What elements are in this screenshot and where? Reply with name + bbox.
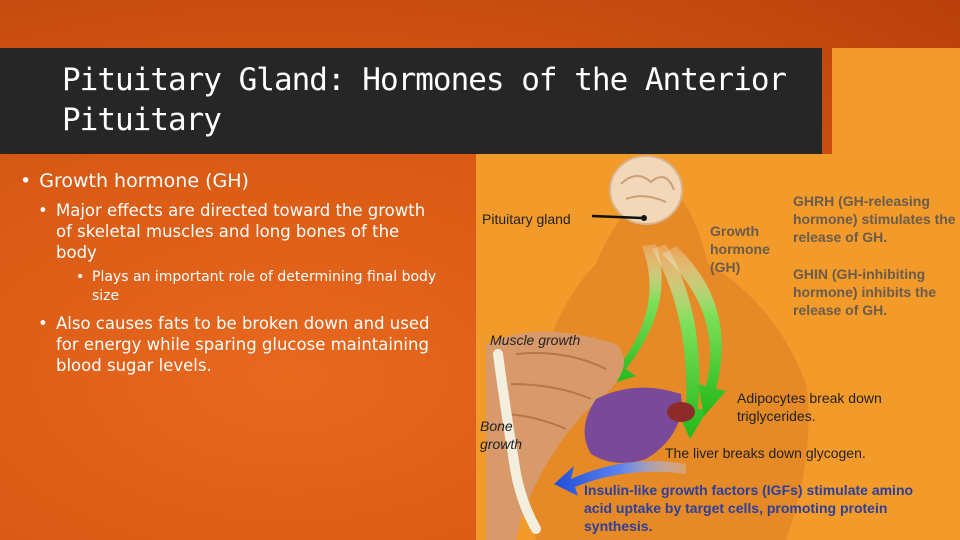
bullet-dot: • bbox=[38, 314, 48, 333]
slide-title: Pituitary Gland: Hormones of the Anterio… bbox=[62, 62, 787, 138]
bullet-text: Major effects are directed toward the gr… bbox=[56, 201, 426, 262]
gh-arrow-liver bbox=[662, 246, 726, 416]
bullet-dot: • bbox=[20, 170, 32, 192]
bullet-level3: • Plays an important role of determining… bbox=[76, 268, 442, 306]
pituitary-pointer bbox=[591, 214, 643, 220]
bullet-level2: • Also causes fats to be broken down and… bbox=[38, 313, 431, 376]
brain-shape bbox=[609, 155, 683, 225]
bullet-dot: • bbox=[38, 201, 48, 220]
bone-shape bbox=[493, 349, 541, 534]
bullet-level1: • Growth hormone (GH) bbox=[20, 170, 249, 192]
bullet-text: Also causes fats to be broken down and u… bbox=[56, 314, 430, 375]
liver-shape bbox=[584, 387, 682, 463]
igf-arrow bbox=[554, 461, 686, 496]
label-bone-growth: Bone growth bbox=[480, 418, 523, 452]
title-bar: Pituitary Gland: Hormones of the Anterio… bbox=[0, 48, 822, 154]
label-igf: Insulin-like growth factors (IGFs) stimu… bbox=[584, 482, 914, 534]
bullet-text: Growth hormone (GH) bbox=[39, 170, 249, 192]
accent-block bbox=[832, 48, 960, 154]
label-growth-hormone: Growth hormone (GH) bbox=[710, 223, 770, 275]
bullet-level2: • Major effects are directed toward the … bbox=[38, 200, 431, 263]
label-ghrh: GHRH (GH-releasing hormone) stimulates t… bbox=[793, 193, 956, 245]
gh-diagram: Pituitary gland Growth hormone (GH) GHRH… bbox=[476, 154, 960, 540]
gh-arrow-fat bbox=[652, 244, 708, 439]
label-ghin: GHIN (GH-inhibiting hormone) inhibits th… bbox=[793, 266, 937, 318]
bullet-text: Plays an important role of determining f… bbox=[92, 269, 437, 304]
label-liver: The liver breaks down glycogen. bbox=[665, 445, 866, 461]
bullet-dot: • bbox=[76, 269, 85, 285]
label-muscle-growth: Muscle growth bbox=[490, 332, 581, 348]
label-adipocytes: Adipocytes break down triglycerides. bbox=[737, 390, 882, 424]
body-illustration bbox=[486, 155, 809, 540]
label-pituitary-gland: Pituitary gland bbox=[482, 211, 571, 227]
